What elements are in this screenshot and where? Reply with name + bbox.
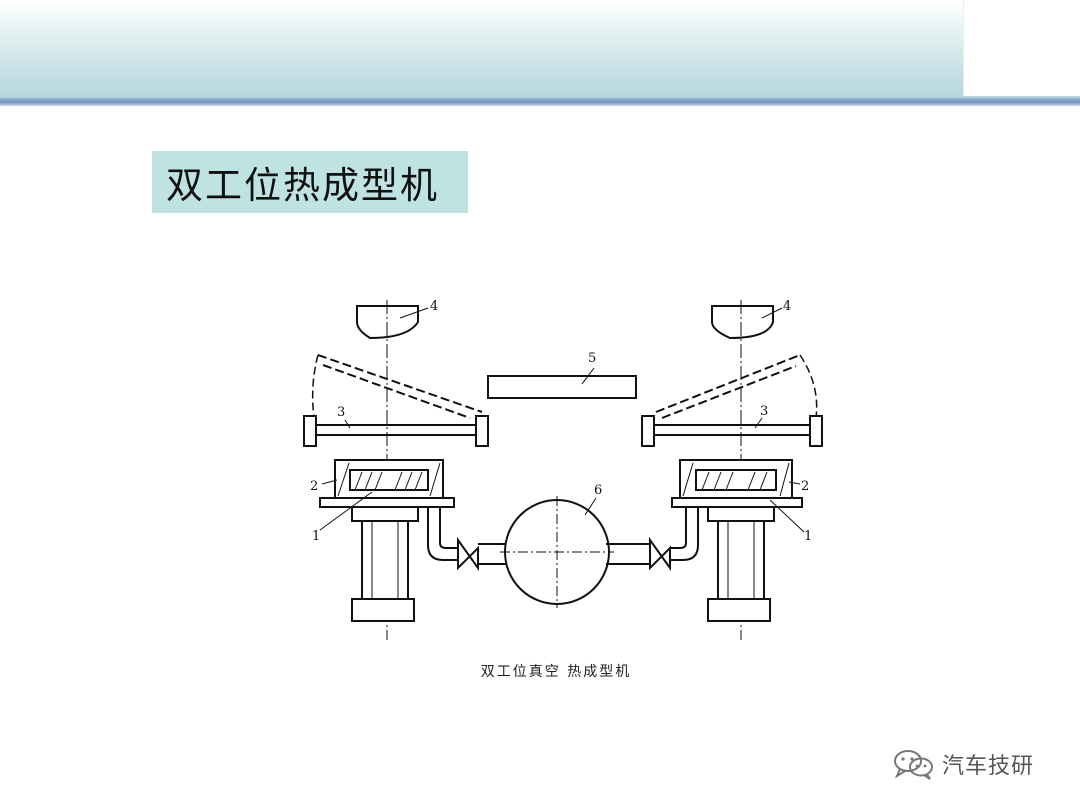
slide-title: 双工位热成型机 [166,164,439,207]
pipe-left-inner [439,507,458,549]
header-divider [0,98,1080,106]
pipe-right [670,507,699,561]
leader-1-right [769,499,805,533]
cylinder-body-right [717,520,765,600]
clamp-frame-right-end-b [809,415,823,447]
label-4-right: 4 [783,299,791,314]
cylinder-base-left [351,598,415,622]
mold-left-hatch [374,471,383,491]
slide-title-box: 双工位热成型机 [152,151,468,213]
watermark-text: 汽车技研 [942,754,1035,779]
header-band [0,0,1080,100]
label-1-left: 1 [312,529,320,544]
label-3-right: 3 [760,404,768,419]
leader-6 [584,497,597,516]
clamp-frame-left-end-a [303,415,317,447]
label-3-left: 3 [337,405,345,420]
leader-1-left [319,491,373,531]
mold-right-hatch [725,471,734,491]
platen-right [671,497,803,508]
mold-left-inner [349,469,429,491]
frame-swing-left-b [322,364,471,419]
cylinder-head-right [707,506,775,522]
label-2-left: 2 [310,479,318,494]
heater-right [711,305,774,340]
clamp-frame-left-end-b [475,415,489,447]
valve-right [649,536,671,572]
valve-left [457,536,479,572]
header-corner-panel [963,0,1080,96]
mold-right-hatch [779,462,790,497]
label-6: 6 [594,483,602,498]
mold-right-hatch [747,471,756,491]
label-1-right: 1 [804,529,812,544]
diagram-caption: 双工位真空 热成型机 [480,664,632,680]
leader-2-right [788,481,801,485]
mold-left-hatch [394,471,403,491]
mold-right-hatch [713,471,722,491]
frame-swing-left-a [317,354,483,413]
mold-right-hatch [682,462,694,497]
swing-arc-right [799,354,818,419]
heater-center [487,375,637,399]
label-2-right: 2 [801,479,809,494]
pipe-right-inner [670,507,687,549]
pipe-left [427,507,458,561]
cylinder-base-right [707,598,771,622]
wechat-icon [894,750,933,780]
mold-right-hatch [759,471,768,491]
leader-2-left [321,479,338,485]
leader-3-left [344,419,351,429]
frame-swing-right-b [661,365,797,419]
label-4-left: 4 [430,299,438,314]
watermark: 汽车技研 [892,744,1034,784]
label-5: 5 [588,351,596,366]
mold-left-hatch [337,462,350,497]
platen-left [319,497,455,508]
leader-4-left [399,307,429,319]
leader-3-right [754,417,763,429]
leader-4-right [761,307,783,319]
mold-right-hatch [701,471,710,491]
mold-left-hatch [354,471,363,491]
leader-5 [581,367,595,385]
cylinder-head-left [351,506,419,522]
swing-arc-left [311,354,319,419]
frame-swing-right-a [655,354,801,413]
clamp-frame-right-end-a [641,415,655,447]
cylinder-body-left [361,520,409,600]
mold-left-hatch [404,471,413,491]
mold-left-hatch [429,462,441,497]
thermoforming-machine-diagram: 4 3 2 1 5 6 4 3 2 1 [303,299,823,640]
mold-left-hatch [414,471,423,491]
mold-left-hatch [364,471,373,491]
